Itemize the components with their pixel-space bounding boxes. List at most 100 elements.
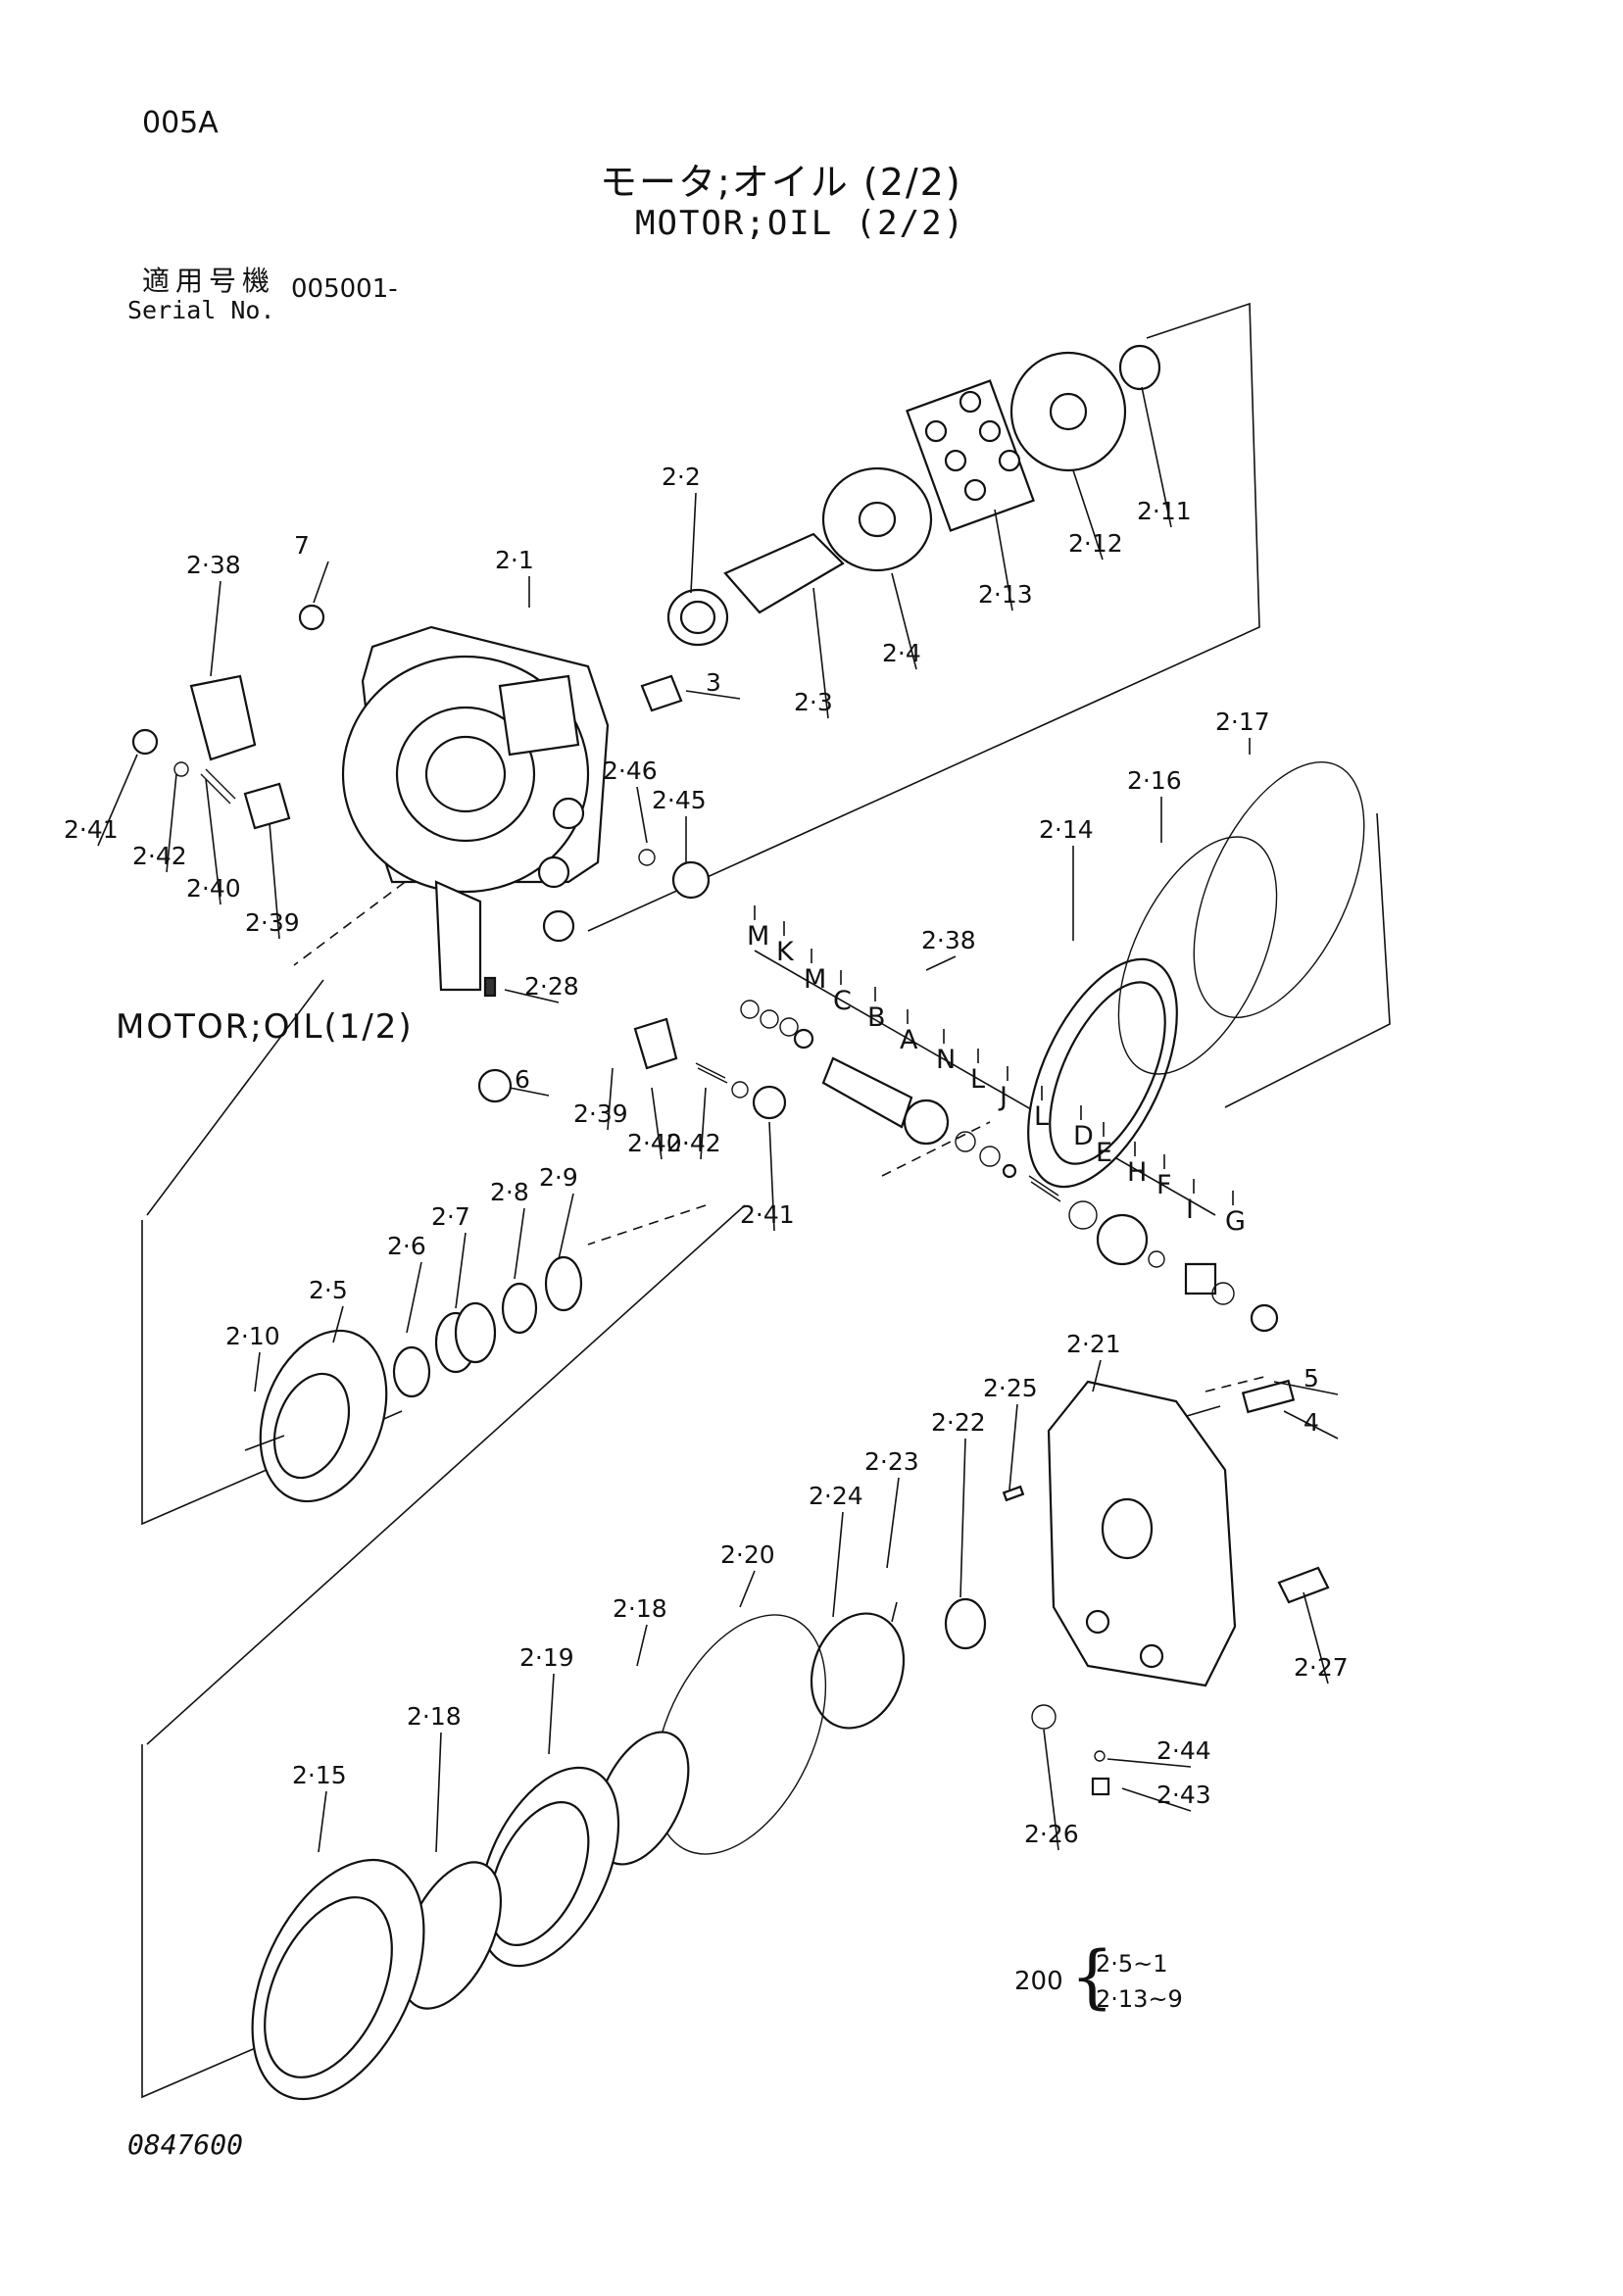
part-callout[interactable]: 2·42 <box>666 1129 721 1157</box>
part-callout[interactable]: 2·39 <box>573 1099 628 1128</box>
part-callout[interactable]: 2·14 <box>1039 815 1094 844</box>
part-callout[interactable]: 2·18 <box>407 1702 462 1731</box>
part-callout[interactable]: 2·38 <box>921 926 976 954</box>
shaft-part[interactable] <box>723 532 845 614</box>
valve-letter-callout[interactable]: D <box>1073 1121 1094 1151</box>
part-callout[interactable]: 2·7 <box>431 1202 470 1231</box>
valve-letter-callout[interactable]: H <box>1127 1157 1147 1188</box>
part-callout[interactable]: 2·19 <box>519 1643 574 1672</box>
part-callout[interactable]: 2·38 <box>186 551 241 579</box>
callout-leader <box>269 822 280 940</box>
part-callout[interactable]: 2·23 <box>864 1447 919 1476</box>
o-ring-part[interactable] <box>1094 1750 1106 1762</box>
part-callout[interactable]: 2·26 <box>1024 1820 1079 1848</box>
pin-part[interactable] <box>1002 1485 1025 1502</box>
bolt-part[interactable] <box>1277 1566 1330 1604</box>
part-callout[interactable]: 2·1 <box>495 546 534 574</box>
valve-letter-callout[interactable]: F <box>1156 1170 1172 1200</box>
valve-letter-callout[interactable]: C <box>833 986 852 1016</box>
o-ring-part[interactable] <box>731 1081 749 1099</box>
relief-valve-part[interactable] <box>189 674 257 761</box>
part-callout[interactable]: 2·10 <box>225 1322 280 1350</box>
valve-letter-callout[interactable]: A <box>900 1025 918 1055</box>
poppet-part[interactable] <box>243 782 291 830</box>
part-callout[interactable]: 2·40 <box>186 874 241 903</box>
part-callout[interactable]: 2·6 <box>387 1232 426 1260</box>
part-callout[interactable]: 2·44 <box>1156 1736 1211 1765</box>
part-callout[interactable]: 2·5 <box>309 1276 348 1304</box>
part-callout[interactable]: 2·41 <box>740 1200 795 1229</box>
valve-letter-callout[interactable]: M <box>804 964 826 995</box>
o-ring-part[interactable] <box>638 849 656 866</box>
part-callout[interactable]: 2·18 <box>613 1594 667 1623</box>
part-callout[interactable]: 2·41 <box>64 815 119 844</box>
valve-letter-callout[interactable]: G <box>1225 1206 1246 1237</box>
cross-reference-link[interactable]: MOTOR;OIL(1/2) <box>116 1007 414 1047</box>
piston-assembly-part[interactable] <box>906 379 1035 532</box>
part-callout[interactable]: 2·13 <box>978 580 1033 609</box>
motor-housing-part[interactable] <box>341 625 610 992</box>
part-callout[interactable]: 2·20 <box>720 1540 775 1569</box>
plug-part[interactable] <box>671 860 711 900</box>
valve-letter-callout[interactable]: J <box>998 1082 1008 1112</box>
part-callout[interactable]: 2·17 <box>1215 708 1270 736</box>
part-callout[interactable]: 3 <box>706 668 721 697</box>
part-callout[interactable]: 4 <box>1303 1408 1319 1437</box>
plug-part[interactable] <box>1091 1777 1110 1796</box>
bearing-part[interactable] <box>944 1597 987 1650</box>
part-callout[interactable]: 2·22 <box>931 1408 986 1437</box>
valve-letter-callout[interactable]: M <box>747 921 769 952</box>
snap-ring-part[interactable] <box>544 1255 583 1312</box>
plug-part[interactable] <box>477 1068 513 1103</box>
part-callout[interactable]: 2·11 <box>1137 497 1192 525</box>
valve-letter-callout[interactable]: E <box>1096 1138 1112 1168</box>
plug-part[interactable] <box>1031 1704 1057 1730</box>
valve-letter-callout[interactable]: K <box>776 937 795 967</box>
part-callout[interactable]: 2·4 <box>882 639 921 667</box>
part-callout[interactable]: 2·45 <box>652 786 707 814</box>
part-callout[interactable]: 2·15 <box>292 1761 347 1789</box>
valve-letter-callout[interactable]: B <box>867 1002 886 1033</box>
pin-part[interactable] <box>483 976 497 998</box>
part-callout[interactable]: 2·25 <box>983 1374 1038 1402</box>
o-ring-part[interactable] <box>619 1588 861 1881</box>
part-callout[interactable]: 2·43 <box>1156 1781 1211 1809</box>
plug-part[interactable] <box>131 728 159 756</box>
o-ring-part[interactable] <box>1158 737 1399 1044</box>
valve-letter-callout[interactable]: N <box>936 1045 956 1075</box>
part-callout[interactable]: 2·3 <box>794 688 833 716</box>
plug-part[interactable] <box>298 604 325 631</box>
part-callout[interactable]: 2·39 <box>245 908 300 937</box>
part-callout[interactable]: 2·42 <box>132 842 187 870</box>
serial-label-japanese: 適用号機 <box>142 265 276 297</box>
part-callout[interactable]: 2·2 <box>662 463 701 491</box>
part-callout[interactable]: 2·9 <box>539 1163 578 1192</box>
part-callout[interactable]: 5 <box>1303 1364 1319 1392</box>
snap-ring-part[interactable] <box>392 1345 431 1398</box>
part-callout[interactable]: 2·21 <box>1066 1330 1121 1358</box>
name-plate-part[interactable] <box>1241 1379 1296 1414</box>
part-callout[interactable]: 2·16 <box>1127 766 1182 795</box>
part-callout[interactable]: 2·8 <box>490 1178 529 1206</box>
plug-part[interactable] <box>752 1085 787 1120</box>
valve-letter-callout[interactable]: I <box>1186 1195 1194 1225</box>
washer-part[interactable] <box>501 1282 538 1335</box>
screw-part[interactable] <box>640 674 683 712</box>
part-callout[interactable]: 2·24 <box>809 1482 863 1510</box>
part-callout[interactable]: 2·40 <box>627 1129 682 1157</box>
valve-plate-part[interactable] <box>796 1600 919 1741</box>
o-ring-part[interactable] <box>173 761 189 777</box>
spool-part[interactable] <box>821 1056 913 1129</box>
part-callout[interactable]: 6 <box>515 1065 530 1094</box>
part-callout[interactable]: 7 <box>294 531 310 560</box>
spring-part[interactable] <box>695 1062 728 1084</box>
bearing-part[interactable] <box>1118 344 1161 391</box>
o-ring-part[interactable] <box>1086 813 1309 1099</box>
part-callout[interactable]: 2·46 <box>603 757 658 785</box>
part-callout[interactable]: 2·27 <box>1294 1653 1349 1682</box>
valve-letter-callout[interactable]: L <box>970 1064 985 1095</box>
part-callout[interactable]: 2·12 <box>1068 529 1123 558</box>
valve-letter-callout[interactable]: L <box>1034 1101 1049 1132</box>
poppet-part[interactable] <box>633 1017 678 1070</box>
part-callout[interactable]: 2·28 <box>524 972 579 1001</box>
